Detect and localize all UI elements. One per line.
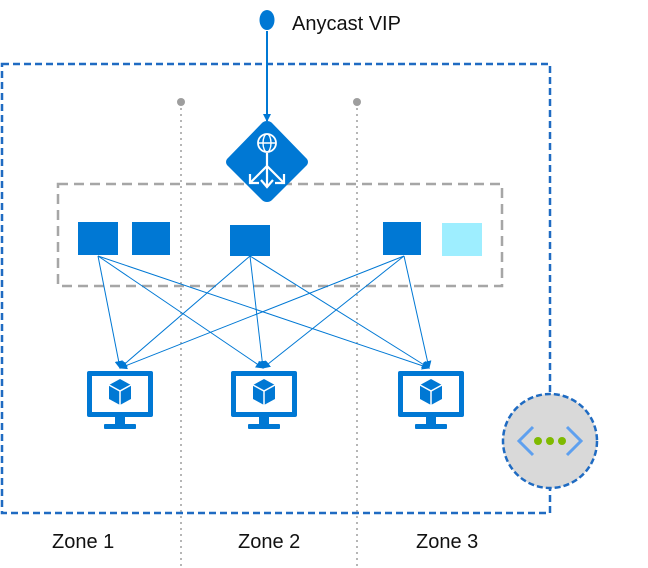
instance-zone3-a[interactable] (383, 222, 421, 255)
virtual-machine-icon[interactable] (87, 371, 153, 429)
connection-line (249, 255, 267, 369)
connection-line (262, 255, 405, 369)
connection-line (97, 255, 264, 369)
instance-zone3-inactive[interactable] (442, 223, 482, 256)
connection-line (119, 255, 405, 370)
zone-label-2: Zone 2 (238, 531, 300, 553)
connection-line (119, 255, 251, 369)
zone-dividers (177, 98, 361, 568)
connection-line (249, 255, 430, 369)
instance-zone1-b[interactable] (132, 222, 170, 255)
zone-label-3: Zone 3 (416, 531, 478, 553)
vip-label: Anycast VIP (292, 13, 401, 35)
endpoint-dot-icon (259, 10, 275, 30)
connection-line (97, 255, 123, 369)
instance-to-vm-connections (97, 255, 432, 370)
virtual-machine-icon[interactable] (398, 371, 464, 429)
region-boundary (0, 62, 552, 515)
zone-divider-2-dot (353, 98, 361, 106)
connection-line (97, 255, 430, 370)
zone-label-1: Zone 1 (52, 531, 114, 553)
virtual-machine-icon[interactable] (231, 371, 297, 429)
connection-line (403, 255, 432, 369)
zone-divider-1-dot (177, 98, 185, 106)
instance-zone1-a[interactable] (78, 222, 118, 255)
instance-zone2-a[interactable] (230, 225, 270, 256)
scale-set-instances (78, 222, 482, 256)
load-balancer-icon[interactable] (226, 121, 308, 202)
virtual-network-icon[interactable] (501, 392, 599, 490)
scale-set-group (56, 182, 504, 288)
